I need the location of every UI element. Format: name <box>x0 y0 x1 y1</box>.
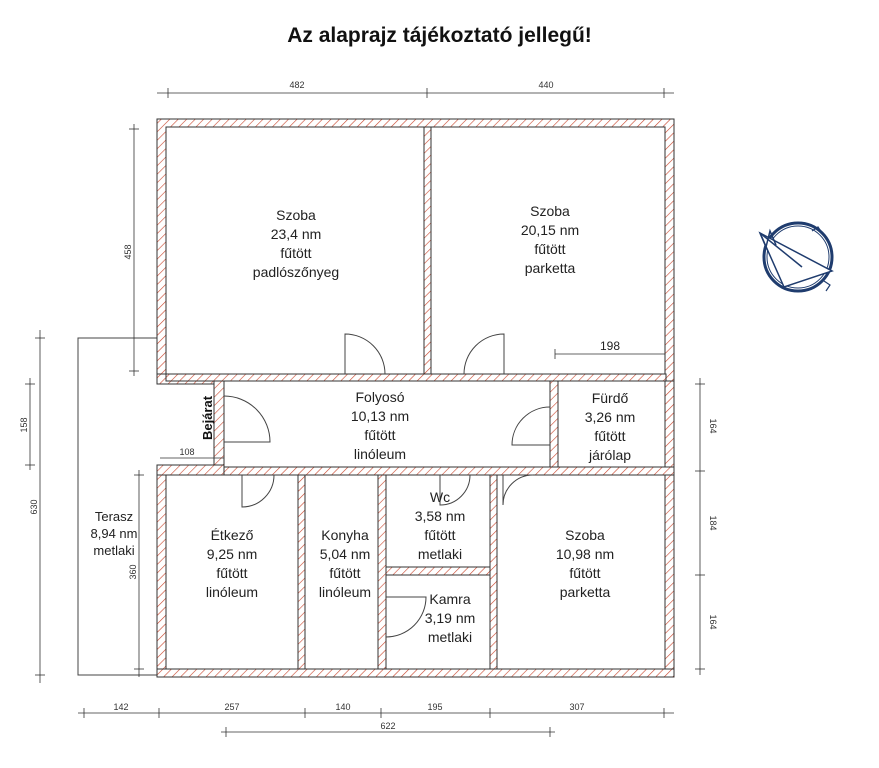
dim-left-630: 630 <box>29 499 39 514</box>
compass-icon <box>758 221 834 293</box>
plan-title: Az alaprajz tájékoztató jellegű! <box>287 24 592 47</box>
dim-bottom-140: 140 <box>335 702 350 712</box>
door-szoba3 <box>502 474 534 506</box>
entrance-label: Bejárat <box>200 395 215 440</box>
dim-left-360: 360 <box>128 564 138 579</box>
door-entrance <box>223 395 271 443</box>
windows <box>156 118 675 678</box>
dim-bottom-142: 142 <box>113 702 128 712</box>
dim-right-164-top: 164 <box>708 418 718 433</box>
doors <box>223 333 551 638</box>
dim-bottom-195: 195 <box>427 702 442 712</box>
door-etkezo <box>241 474 275 508</box>
door-szoba2 <box>463 333 505 375</box>
dim-top-left: 482 <box>289 80 304 90</box>
door-kamra <box>385 596 427 638</box>
dimension-lines <box>25 88 705 737</box>
door-szoba1 <box>344 333 386 375</box>
dim-entrance-108: 108 <box>179 447 194 457</box>
dim-top-right: 440 <box>538 80 553 90</box>
dim-bottom-622: 622 <box>380 721 395 731</box>
door-wc <box>439 474 471 506</box>
dim-left-158: 158 <box>19 417 29 432</box>
dim-left-upper: 458 <box>123 244 133 259</box>
dim-right-164-bottom: 164 <box>708 614 718 629</box>
dim-right-184: 184 <box>708 515 718 530</box>
dim-bottom-257: 257 <box>224 702 239 712</box>
door-furdo <box>511 406 551 446</box>
dim-bottom-307: 307 <box>569 702 584 712</box>
dim-inner-198: 198 <box>600 339 620 353</box>
walls <box>156 118 675 678</box>
terrace-outline <box>77 337 157 676</box>
